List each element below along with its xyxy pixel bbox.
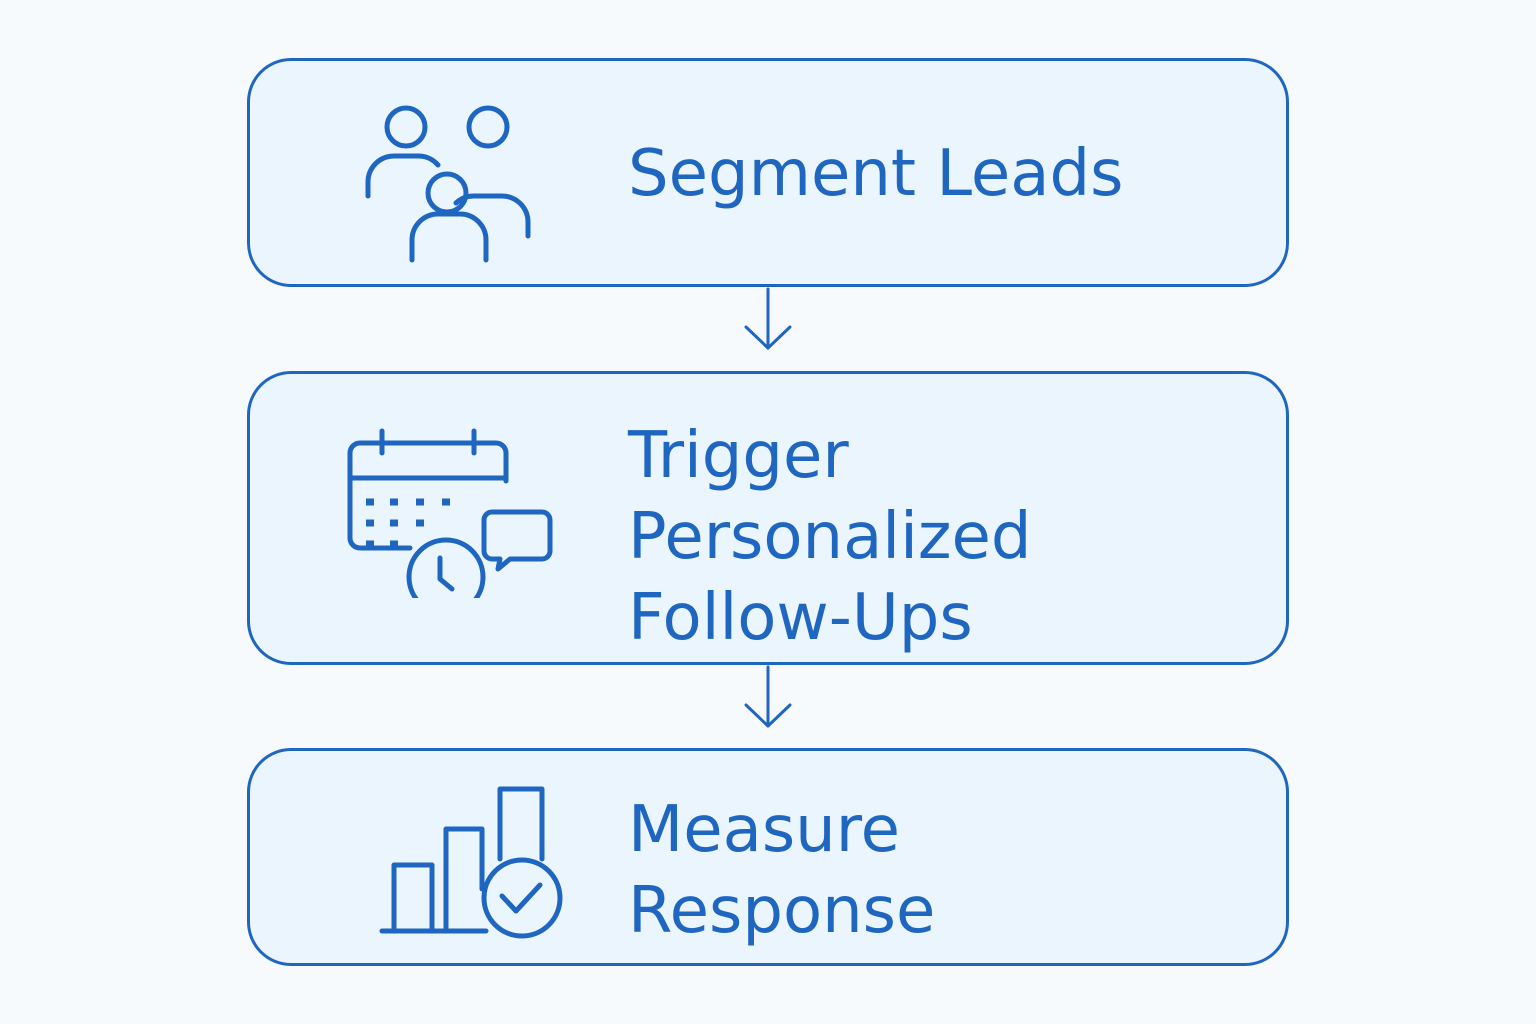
step-trigger-follow-ups: Trigger Personalized Follow-Ups xyxy=(247,371,1289,665)
bar-chart-check-icon xyxy=(379,786,563,939)
arrow-down-icon xyxy=(744,665,792,728)
step-label: Trigger Personalized Follow-Ups xyxy=(628,419,1032,655)
step-label: Measure Response xyxy=(628,793,936,948)
step-segment-leads: Segment Leads xyxy=(247,58,1289,287)
arrow-down-icon xyxy=(744,287,792,350)
step-measure-response: Measure Response xyxy=(247,748,1289,966)
step-label: Segment Leads xyxy=(628,137,1124,211)
people-group-icon xyxy=(365,105,531,263)
calendar-clock-chat-icon xyxy=(347,428,553,598)
